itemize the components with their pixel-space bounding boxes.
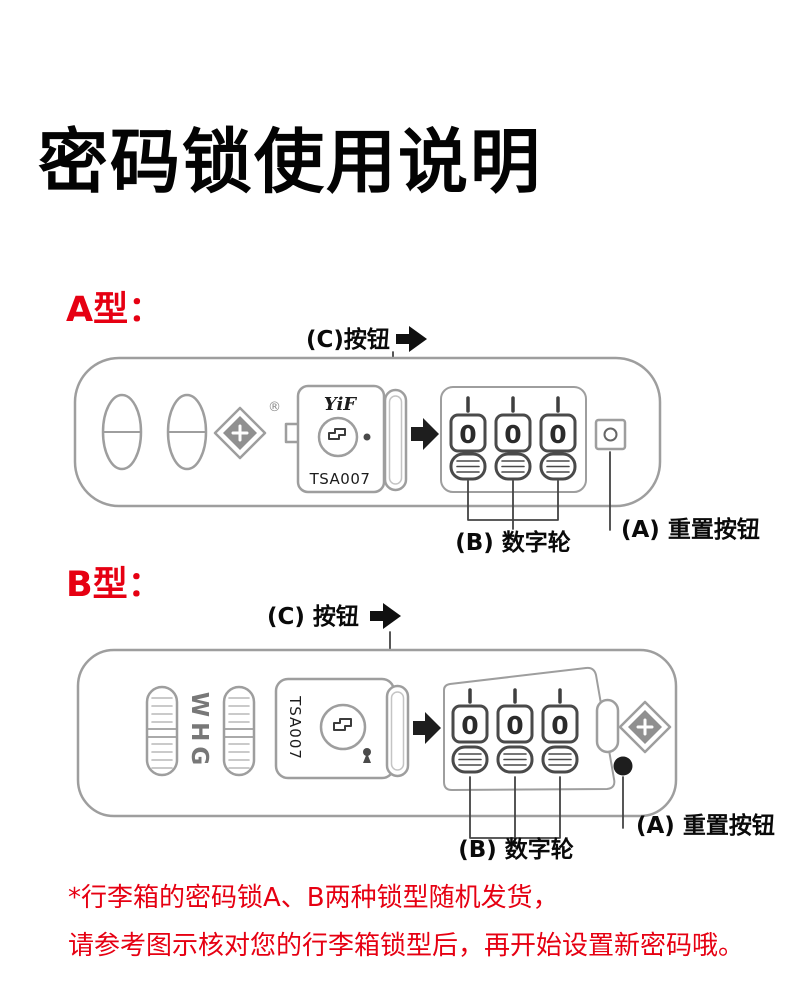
type-b-keyhole-icon	[333, 718, 352, 731]
type-a-number-wheels: 0 0 0	[440, 386, 587, 493]
type-a-zipper-slots	[101, 393, 208, 471]
type-a-model-text: TSA007	[309, 470, 371, 488]
type-b-wheel-1: 0	[451, 688, 489, 774]
type-a-c-button-label: (C)按钮	[306, 327, 390, 353]
type-b-c-button	[385, 684, 410, 778]
type-a-wheel-2: 0	[494, 396, 532, 481]
type-a-reset-button-label: (A) 重置按钮	[621, 517, 760, 543]
footnote-line-1: *行李箱的密码锁A、B两种锁型随机发货，	[68, 883, 559, 913]
type-a-wheel-3-digit: 0	[549, 420, 566, 449]
type-a-callout-lines	[467, 451, 611, 531]
type-a-wheel-1: 0	[449, 396, 487, 481]
type-b-keyhole-panel: TSA007	[274, 677, 396, 780]
type-b-number-wheels: 0 0 0	[443, 666, 616, 791]
type-b-model-text: TSA007	[286, 695, 304, 760]
type-a-keyhole-panel: YiF TSA007	[296, 384, 386, 494]
type-a-number-wheel-label: (B) 数字轮	[455, 530, 571, 556]
type-a-brand-diamond-logo: ®	[213, 400, 281, 460]
type-b-wheel-2-digit: 0	[506, 711, 523, 740]
type-a-c-button	[383, 388, 408, 492]
type-a-reset-button	[594, 418, 627, 451]
type-b-number-wheel-label: (B) 数字轮	[458, 837, 574, 863]
type-a-press-arrow-icon	[411, 418, 439, 450]
type-a-label: A型：	[66, 290, 164, 330]
type-a-wheel-1-digit: 0	[459, 420, 476, 449]
type-b-wheel-1-digit: 0	[461, 711, 478, 740]
type-b-wheel-3-digit: 0	[551, 711, 568, 740]
type-b-lock-diagram: WHG TSA007	[76, 603, 678, 847]
type-a-wheel-3: 0	[539, 396, 577, 481]
type-a-keyhole-icon	[328, 428, 346, 440]
type-a-brand-text: YiF	[324, 394, 357, 415]
type-b-label: B型：	[66, 565, 163, 605]
registered-mark: ®	[268, 400, 281, 415]
type-a-lock-diagram: ® YiF TSA007	[73, 326, 662, 531]
type-b-brand-text: WHG	[186, 692, 212, 771]
type-b-small-keyhole-icon	[363, 748, 371, 763]
type-b-press-arrow-icon	[413, 712, 441, 744]
type-b-wheel-2: 0	[496, 688, 534, 774]
type-b-c-arrow-icon	[370, 603, 401, 629]
type-b-wheel-3: 0	[541, 688, 579, 774]
type-b-zipper-slots	[145, 685, 256, 777]
type-b-c-button-label: (C) 按钮	[267, 604, 359, 630]
type-b-callout-lines	[469, 776, 624, 847]
footnote-line-2: 请参考图示核对您的行李箱锁型后，再开始设置新密码哦。	[68, 931, 745, 961]
type-a-c-arrow-icon	[396, 326, 427, 352]
type-b-side-slot	[595, 698, 620, 754]
type-b-brand-diamond-logo	[618, 700, 672, 754]
page-title: 密码锁使用说明	[38, 121, 542, 203]
type-b-reset-button-label: (A) 重置按钮	[636, 813, 775, 839]
type-b-reset-button	[613, 756, 633, 776]
type-a-wheel-2-digit: 0	[504, 420, 521, 449]
